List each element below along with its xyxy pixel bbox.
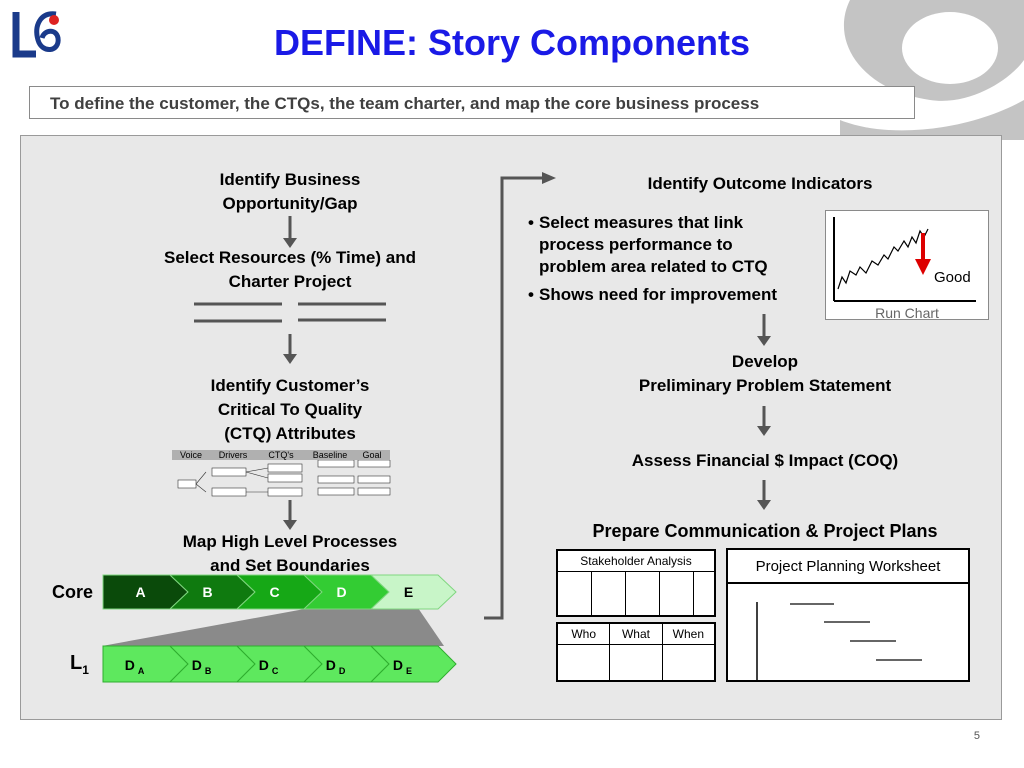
bullet-list: • Select measures that link process perf… <box>528 212 824 306</box>
l1-chevron-sub: B <box>205 666 212 676</box>
step-line: Identify Customer’s <box>210 376 370 395</box>
step-outcome-indicators: Identify Outcome Indicators <box>647 174 873 193</box>
l1-chevron-sub: D <box>339 666 346 676</box>
stakeholder-cell <box>660 572 695 616</box>
bullet-line: Shows need for improvement <box>539 285 778 304</box>
step-line: Opportunity/Gap <box>222 194 358 213</box>
step-line: and Set Boundaries <box>210 556 370 575</box>
www-cell <box>558 645 611 681</box>
step-identify-ctq: Identify Customer’s Critical To Quality … <box>140 374 440 446</box>
www-header-what: What <box>610 624 663 644</box>
step-line: Map High Level Processes <box>182 532 398 551</box>
right-flow-arrows <box>757 314 771 510</box>
l1-chevron-sub: A <box>138 666 145 676</box>
step-line: Identify Business <box>219 170 361 189</box>
step-develop-statement: Develop Preliminary Problem Statement <box>600 350 930 398</box>
watermark-graphic <box>820 0 1024 140</box>
run-chart-label: Run Chart <box>875 305 939 321</box>
www-cell <box>610 645 663 681</box>
connector-arrow <box>484 172 556 620</box>
core-chevron <box>369 574 457 610</box>
zoom-trapezoid <box>102 608 444 646</box>
ctq-tree-header: Voice Drivers CTQ's Baseline Goal <box>172 450 390 460</box>
logo <box>6 4 68 64</box>
l1-label-main: L <box>70 652 83 674</box>
bullet-line: process performance to <box>539 235 733 254</box>
run-chart-box: Good Run Chart <box>825 210 989 321</box>
www-header: Who What When <box>558 624 714 645</box>
bullet-dot: • <box>528 285 534 304</box>
subtitle: To define the customer, the CTQs, the te… <box>29 86 915 119</box>
run-chart-graphic <box>833 217 976 302</box>
run-chart-good: Good <box>934 269 971 286</box>
www-cell <box>663 645 714 681</box>
stakeholder-title: Stakeholder Analysis <box>558 551 714 572</box>
stakeholder-grid <box>558 572 714 616</box>
page-number: 5 <box>973 730 980 742</box>
gantt-graphic <box>756 602 922 680</box>
stakeholder-table: Stakeholder Analysis <box>556 549 716 617</box>
step-line: Critical To Quality <box>217 400 363 419</box>
step-identify-opportunity: Identify Business Opportunity/Gap <box>150 168 430 216</box>
bullet-line: problem area related to CTQ <box>539 257 768 276</box>
l1-chevron <box>369 645 457 683</box>
core-chevron-label: D <box>336 584 346 600</box>
core-chevron-label: E <box>404 584 413 600</box>
left-flow-arrows <box>283 216 297 530</box>
who-what-when-table: Who What When <box>556 622 716 682</box>
worksheet-title: Project Planning Worksheet <box>728 550 968 584</box>
l1-chevron-sub: C <box>272 666 279 676</box>
stakeholder-cell <box>558 572 593 616</box>
page-title: DEFINE: Story Components <box>273 22 750 63</box>
core-chevron-label: A <box>135 584 145 600</box>
bullet-dot: • <box>528 213 534 232</box>
planning-worksheet: Project Planning Worksheet <box>726 548 970 682</box>
bullet-line: Select measures that link <box>539 213 744 232</box>
ctq-header-baseline: Baseline <box>312 450 348 460</box>
ctq-header-goal: Goal <box>362 450 382 460</box>
ctq-header-ctqs: CTQ's <box>268 450 294 460</box>
step-line: Select Resources (% Time) and <box>164 248 416 267</box>
www-header-when: When <box>672 627 704 641</box>
step-line: Charter Project <box>228 272 352 291</box>
ctq-header-drivers: Drivers <box>218 450 248 460</box>
step-line: Preliminary Problem Statement <box>638 376 892 395</box>
step-prepare-plans: Prepare Communication & Project Plans <box>592 521 938 541</box>
core-chevron-label: C <box>269 584 279 600</box>
step-assess-impact: Assess Financial $ Impact (COQ) <box>631 451 899 470</box>
core-chevron-label: B <box>202 584 212 600</box>
ctq-tree-boxes <box>177 460 391 497</box>
ctq-tree: Voice Drivers CTQ's Baseline Goal <box>172 450 392 504</box>
step-map-processes: Map High Level Processes and Set Boundar… <box>130 530 450 578</box>
step-line: (CTQ) Attributes <box>224 424 356 443</box>
www-header-who: Who <box>558 624 611 644</box>
charter-lines <box>194 302 386 323</box>
ctq-header-voice: Voice <box>179 450 203 460</box>
stakeholder-cell <box>626 572 661 616</box>
bullet-item: • Shows need for improvement <box>528 284 824 306</box>
stakeholder-cell <box>592 572 627 616</box>
www-body <box>558 645 714 681</box>
l1-chevron-sub: E <box>406 666 412 676</box>
step-select-resources: Select Resources (% Time) and Charter Pr… <box>120 246 460 294</box>
bullet-item: • Select measures that link process perf… <box>528 212 824 278</box>
stakeholder-cell <box>694 572 714 616</box>
l1-label-sub: 1 <box>82 663 89 677</box>
step-line: Develop <box>731 352 799 371</box>
core-label: Core <box>52 582 94 602</box>
l1-label: L1 <box>70 652 89 677</box>
